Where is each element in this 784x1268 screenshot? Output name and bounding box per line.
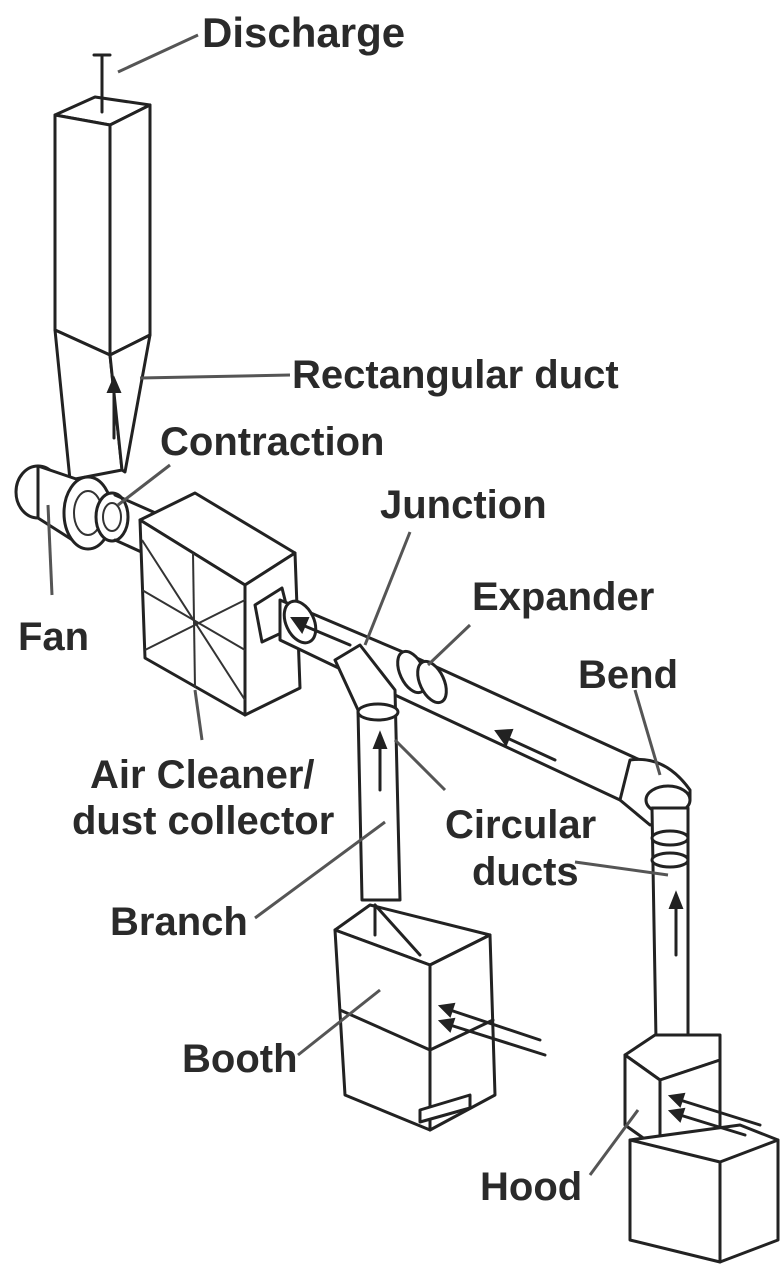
label-fan: Fan <box>18 615 89 659</box>
labels: Discharge Rectangular duct Contraction J… <box>18 9 678 1209</box>
hood <box>623 1033 780 1264</box>
label-bend: Bend <box>578 653 678 697</box>
branch-duct <box>333 643 402 902</box>
label-air-cleaner-line1: Air Cleaner/ <box>90 753 315 797</box>
label-expander: Expander <box>472 575 654 619</box>
fan <box>14 464 130 551</box>
label-branch: Branch <box>110 900 248 944</box>
label-rectangular-duct: Rectangular duct <box>292 353 619 397</box>
label-circular-ducts-line2: ducts <box>472 850 579 894</box>
label-booth: Booth <box>182 1037 298 1081</box>
label-circular-ducts-line1: Circular <box>445 803 596 847</box>
air-cleaner-box <box>138 491 302 717</box>
main-duct-segment-2 <box>278 598 642 802</box>
label-discharge: Discharge <box>202 9 405 56</box>
label-junction: Junction <box>380 483 547 527</box>
discharge-stack <box>53 53 152 482</box>
leader-lines <box>46 33 669 1176</box>
label-contraction: Contraction <box>160 420 384 464</box>
booth <box>333 903 547 1132</box>
label-hood: Hood <box>480 1165 582 1209</box>
label-air-cleaner-line2: dust collector <box>72 799 334 843</box>
vertical-duct-hood <box>650 806 690 1042</box>
